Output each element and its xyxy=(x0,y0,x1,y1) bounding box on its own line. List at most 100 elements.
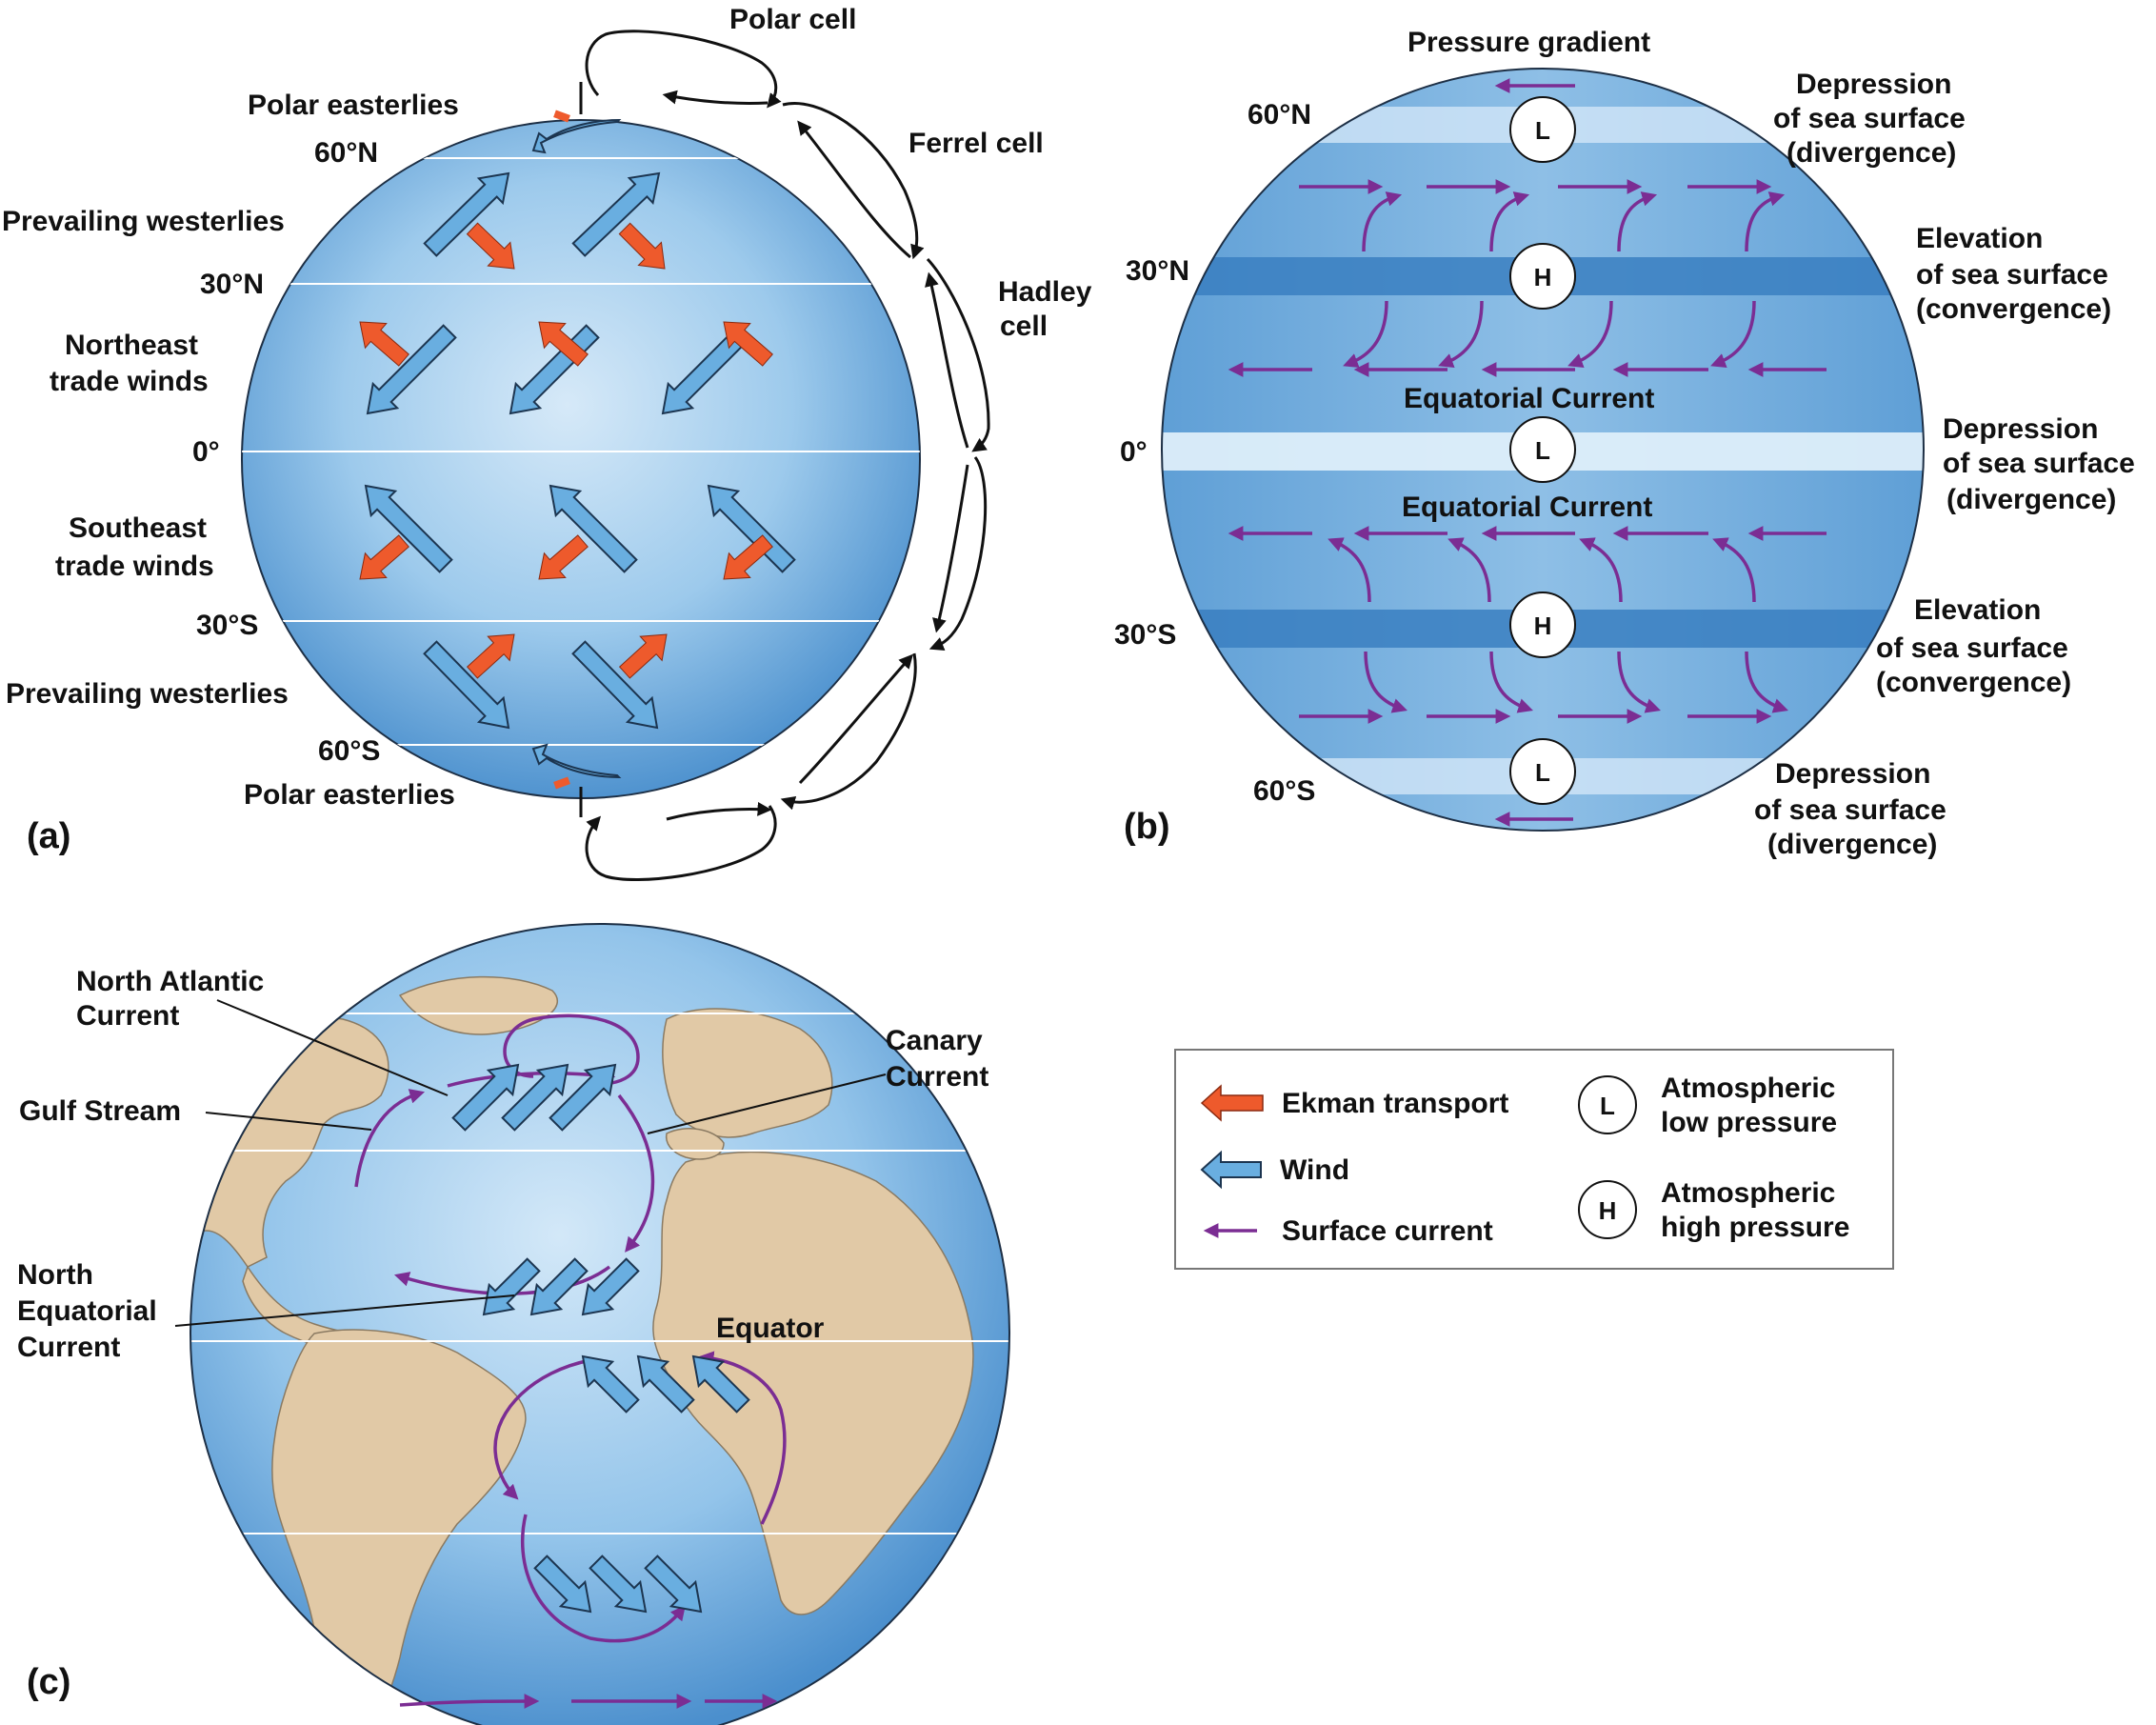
label-prevailing-westerlies-south: Prevailing westerlies xyxy=(6,678,289,710)
side-note-2-line-2: of sea surface xyxy=(1916,259,2108,291)
label-lat-60s-a: 60°S xyxy=(318,735,380,767)
label-hadley: Hadley xyxy=(998,276,1092,308)
label-equator: Equator xyxy=(716,1313,825,1344)
label-prevailing-westerlies-north: Prevailing westerlies xyxy=(2,206,285,237)
label-north: North xyxy=(17,1259,93,1291)
surface-currents-b xyxy=(1228,78,1827,827)
legend-current-label: Surface current xyxy=(1282,1215,1493,1247)
hadley-cell-north xyxy=(926,257,990,452)
pressure-circle-4 xyxy=(1509,592,1576,658)
polar-cell-south xyxy=(585,805,777,881)
current-curl-up-north-1 xyxy=(1362,191,1403,252)
legend-wind-icon xyxy=(1200,1150,1262,1190)
label-equatorial-current-north: Equatorial Current xyxy=(1404,383,1654,414)
south-atlantic-gyre-left xyxy=(521,1514,686,1643)
side-note-1-line-1: Depression xyxy=(1796,69,1951,100)
land-europe xyxy=(662,1008,833,1138)
wind-westerly-s-c-3 xyxy=(644,1555,703,1614)
legend-box xyxy=(1174,1049,1894,1270)
current-curl-up-north-4 xyxy=(1745,191,1786,252)
land-africa xyxy=(652,1151,974,1615)
pressure-letter-1: L xyxy=(1535,116,1550,145)
wind-westerly-c-1 xyxy=(451,1063,520,1132)
pressure-letter-4: H xyxy=(1534,612,1552,640)
wind-arrows-c xyxy=(451,1063,750,1614)
south-atlantic-gyre-top xyxy=(493,1358,591,1500)
subpolar-gyre xyxy=(503,1013,640,1093)
label-polar-cell: Polar cell xyxy=(729,4,856,35)
polar-easterly-arrow-north xyxy=(531,118,622,154)
label-canary-current: Current xyxy=(886,1061,988,1093)
legend-ekman-label: Ekman transport xyxy=(1282,1088,1508,1119)
pressure-circle-1 xyxy=(1509,96,1576,163)
panel-label-a: (a) xyxy=(27,816,70,856)
side-note-3: Depression of sea surface (divergence) xyxy=(1943,413,2135,515)
ekman-arrow-westerly-n2 xyxy=(618,222,666,270)
pressure-letter-5: L xyxy=(1535,758,1550,787)
wind-arrow-se-trade-3 xyxy=(707,484,796,573)
label-equatorial-current-south: Equatorial Current xyxy=(1402,491,1652,523)
globe-b-outline xyxy=(1161,68,1925,832)
label-lat-30s-a: 30°S xyxy=(196,610,258,641)
leader-lines xyxy=(174,999,887,1327)
land-greenland xyxy=(398,975,559,1035)
polar-cell-south-return xyxy=(666,801,772,821)
wind-arrow-westerly-s2 xyxy=(571,640,659,730)
side-note-4: Elevation of sea surface (convergence) xyxy=(1876,594,2071,698)
current-curl-down-north-3 xyxy=(1567,300,1613,368)
panel-a: Polar easterlies 60°N Prevailing westerl… xyxy=(2,4,1092,881)
label-lat-30n-b: 30°N xyxy=(1126,255,1189,287)
pressure-letter-2: H xyxy=(1534,263,1552,291)
label-lat-60n-a: 60°N xyxy=(314,137,378,169)
side-note-3-line-1: Depression xyxy=(1943,413,2098,445)
wind-se-trade-c-3 xyxy=(691,1354,750,1414)
wind-westerly-c-3 xyxy=(549,1063,617,1132)
wind-arrow-ne-trade-1 xyxy=(366,324,457,415)
side-note-2: Elevation of sea surface (convergence) xyxy=(1916,223,2111,325)
wind-westerly-s-c-1 xyxy=(533,1555,592,1614)
atmospheric-cells xyxy=(585,30,990,881)
current-curl-up-south-3 xyxy=(1579,537,1623,603)
side-note-1-line-2: of sea surface xyxy=(1773,103,1966,134)
label-lat-0-b: 0° xyxy=(1120,436,1148,468)
label-trade-winds-se: trade winds xyxy=(55,551,214,582)
label-polar-easterlies-south: Polar easterlies xyxy=(244,779,455,811)
legend-low-label-2: low pressure xyxy=(1661,1107,1837,1138)
side-note-1-line-3: (divergence) xyxy=(1787,137,1956,169)
ferrel-cell-north xyxy=(782,102,925,260)
current-curl-down-north-2 xyxy=(1438,300,1484,368)
ekman-arrow-se-trade-1 xyxy=(359,534,409,580)
side-note-4-line-1: Elevation xyxy=(1914,594,2041,626)
ekman-arrow-se-trade-3 xyxy=(723,534,773,580)
side-note-5-line-1: Depression xyxy=(1775,758,1930,790)
pressure-circle-2 xyxy=(1509,243,1576,310)
pressure-circle-3 xyxy=(1509,416,1576,483)
side-note-5-line-2: of sea surface xyxy=(1754,794,1946,826)
current-curl-down-north-4 xyxy=(1710,300,1756,368)
label-lat-30s-b: 30°S xyxy=(1114,619,1176,651)
side-note-3-line-3: (divergence) xyxy=(1946,484,2116,515)
wind-westerly-c-2 xyxy=(501,1063,569,1132)
wind-arrow-se-trade-1 xyxy=(364,484,453,573)
ekman-arrow-se-trade-2 xyxy=(538,534,589,580)
wind-ne-trade-c-3 xyxy=(581,1257,640,1316)
wind-westerly-s-c-2 xyxy=(589,1555,648,1614)
label-canary: Canary xyxy=(886,1025,983,1056)
label-north-atlantic: North Atlantic xyxy=(76,966,264,997)
current-curl-down-south-4 xyxy=(1745,651,1788,713)
ekman-arrow-westerly-n1 xyxy=(466,222,515,270)
label-ferrel-cell: Ferrel cell xyxy=(908,128,1044,159)
label-equatorial-current-c: Current xyxy=(17,1332,120,1363)
gulf-stream xyxy=(354,1089,426,1188)
legend-low-icon xyxy=(1578,1075,1637,1134)
wind-ne-trade-c-2 xyxy=(529,1257,589,1316)
wind-arrow-se-trade-2 xyxy=(549,484,638,573)
label-pressure-gradient: Pressure gradient xyxy=(1407,27,1650,58)
wind-se-trade-c-2 xyxy=(636,1354,695,1414)
ferrel-cell-south xyxy=(780,652,917,811)
current-curl-down-north-1 xyxy=(1343,300,1388,368)
hadley-cell-south xyxy=(928,456,988,652)
wind-arrows-a xyxy=(359,171,796,730)
